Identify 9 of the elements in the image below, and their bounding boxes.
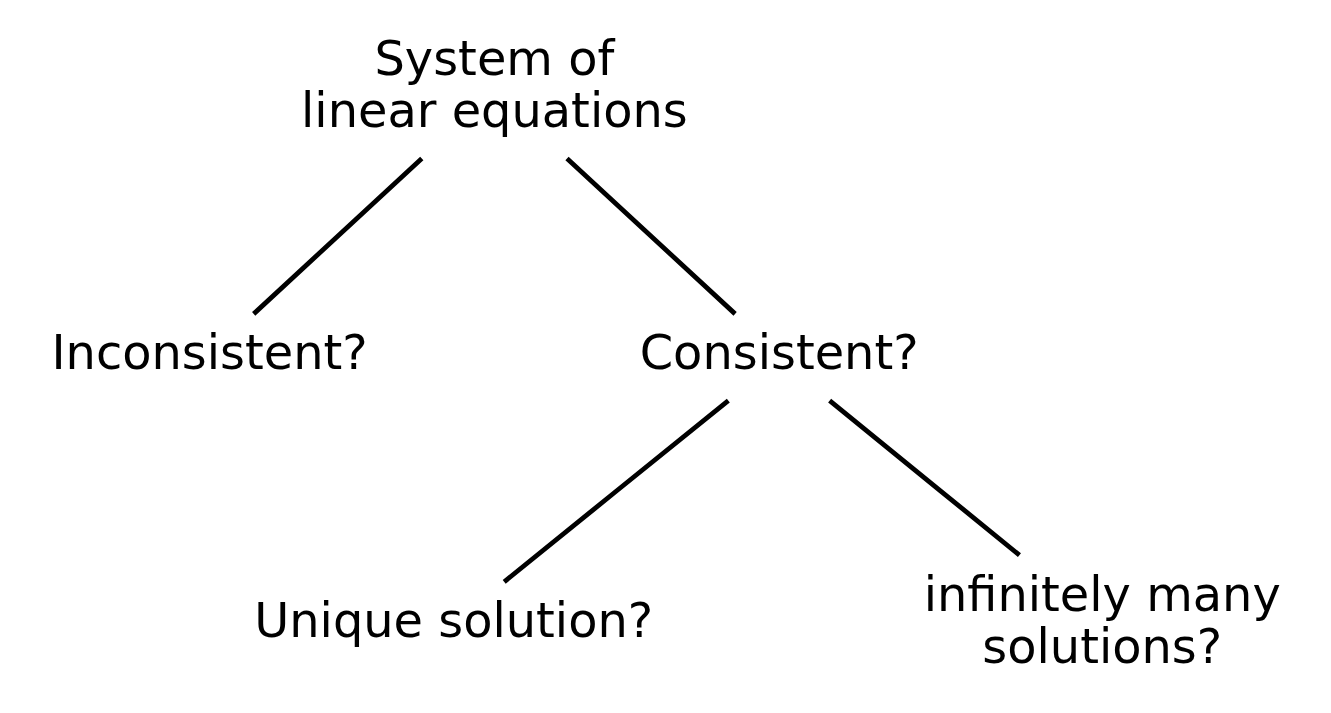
node-text: Inconsistent?: [51, 324, 368, 380]
connector: [502, 398, 730, 584]
connector: [828, 398, 1021, 557]
connector: [565, 156, 737, 316]
node-text: Unique solution?: [254, 592, 654, 648]
node-text: infinitely many solutions?: [923, 566, 1281, 674]
node-text: System of linear equations: [301, 30, 688, 138]
connector: [252, 156, 424, 316]
node-text: Consistent?: [639, 324, 919, 380]
